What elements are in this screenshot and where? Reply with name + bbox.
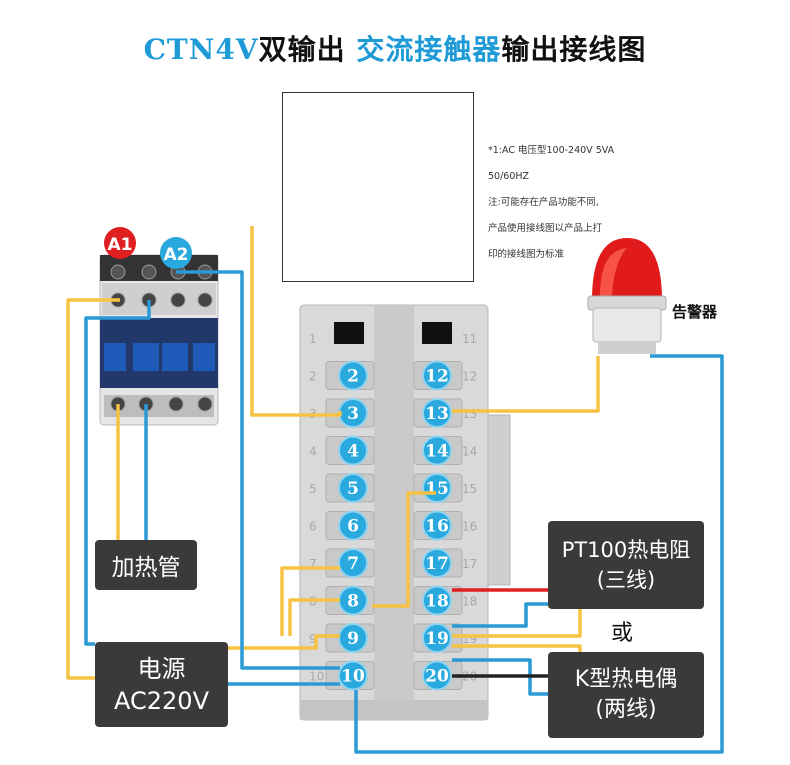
terminal-4-label: 4	[347, 442, 359, 462]
terminal-17-badge	[422, 548, 452, 578]
terminal-16-label: 16	[425, 517, 449, 537]
terminal-8-label: 8	[347, 592, 359, 612]
terminal-18-label: 18	[425, 592, 449, 612]
ghost-label-left: 9	[309, 632, 317, 646]
pt100-label-2: (三线)	[596, 568, 656, 592]
terminal-17-label: 17	[425, 554, 449, 574]
terminal-12-badge	[422, 360, 452, 391]
terminal-5-badge	[338, 473, 368, 503]
note-2: 50/60HZ	[488, 171, 530, 182]
ac-contactor	[99, 254, 219, 426]
a1-badge: A1	[104, 227, 136, 259]
ghost-label-left: 2	[309, 370, 317, 384]
terminal-layer: 1234567891011121314151617181920234567891…	[309, 332, 477, 691]
thermocouple-box: K型热电偶 (两线)	[548, 652, 704, 738]
terminal-5-label: 5	[347, 479, 359, 499]
terminal-14-badge	[422, 435, 452, 466]
terminal-12-label: 12	[425, 367, 449, 387]
page-title: CTN4V双输出 交流接触器输出接线图	[0, 28, 790, 68]
terminal-10-label: 10	[341, 667, 365, 687]
thermocouple-label-1: K型热电偶	[574, 667, 678, 692]
terminal-15-label: 15	[425, 479, 449, 499]
a2-badge: A2	[160, 237, 192, 269]
ghost-label-left: 7	[309, 557, 317, 571]
notes: *1:AC 电压型100-240V 5VA 50/60HZ 注:可能存在产品功能…	[488, 138, 638, 268]
terminal-20-badge	[422, 660, 452, 691]
ghost-label-left: 5	[309, 482, 317, 496]
title-model: CTN4V	[143, 33, 259, 66]
ghost-label-right: 12	[462, 370, 477, 384]
power-box: 电源 AC220V	[95, 642, 228, 727]
heater-box: 加热管	[95, 540, 197, 590]
ghost-label-right: 11	[462, 332, 477, 346]
terminal-2-badge	[338, 360, 368, 391]
terminal-19-label: 19	[425, 629, 449, 649]
or-label: 或	[611, 621, 634, 646]
terminal-9-label: 9	[347, 629, 359, 649]
ghost-label-left: 6	[309, 520, 317, 534]
terminal-16-badge	[422, 510, 452, 541]
terminal-4-badge	[338, 435, 368, 466]
power-label-1: 电源	[137, 654, 186, 683]
ghost-label-right: 16	[462, 520, 477, 534]
pt100-box: PT100热电阻 (三线)	[548, 521, 704, 609]
ghost-label-left: 1	[309, 332, 317, 346]
ghost-label-left: 10	[309, 670, 324, 684]
title-ac-contactor: 交流接触器	[356, 33, 502, 66]
note-1: *1:AC 电压型100-240V 5VA	[488, 145, 615, 156]
alarm-label: 告警器	[672, 303, 718, 321]
ghost-label-right: 18	[462, 595, 477, 609]
terminal-13-label: 13	[425, 404, 449, 424]
title-dual-output: 双输出	[258, 33, 357, 66]
ghost-label-right: 17	[462, 557, 477, 571]
spec-wiring-box	[282, 92, 474, 282]
note-5: 印的接线图为标准	[488, 249, 565, 260]
wires	[66, 226, 724, 754]
terminal-10-badge	[338, 660, 368, 691]
power-label-2: AC220V	[114, 686, 209, 715]
alarm-light-icon	[587, 238, 667, 354]
heater-label: 加热管	[111, 555, 181, 581]
ghost-label-right: 15	[462, 482, 477, 496]
ghost-label-right: 13	[462, 407, 477, 421]
terminal-13-badge	[422, 398, 452, 428]
note-4: 产品使用接线图以产品上打	[488, 223, 603, 234]
terminal-15-badge	[422, 473, 452, 503]
ghost-label-right: 19	[462, 632, 477, 646]
terminal-6-badge	[338, 510, 368, 541]
a1-label: A1	[108, 235, 133, 255]
thermocouple-label-2: (两线)	[595, 697, 657, 722]
terminal-20-label: 20	[425, 667, 449, 687]
ghost-label-right: 14	[462, 445, 477, 459]
note-3: 注:可能存在产品功能不同,	[488, 197, 599, 208]
terminal-9-badge	[338, 623, 368, 653]
terminal-7-badge	[338, 548, 368, 578]
terminal-2-label: 2	[347, 367, 359, 387]
a2-label: A2	[164, 245, 189, 265]
terminal-14-label: 14	[425, 442, 449, 462]
terminal-18-badge	[422, 585, 452, 616]
title-wiring-diagram: 输出接线图	[501, 33, 647, 66]
terminal-3-label: 3	[347, 404, 359, 424]
terminal-6-label: 6	[347, 517, 359, 537]
pt100-label-1: PT100热电阻	[561, 538, 691, 562]
terminal-7-label: 7	[347, 554, 359, 574]
ghost-label-left: 4	[309, 445, 317, 459]
terminal-19-badge	[422, 623, 452, 653]
